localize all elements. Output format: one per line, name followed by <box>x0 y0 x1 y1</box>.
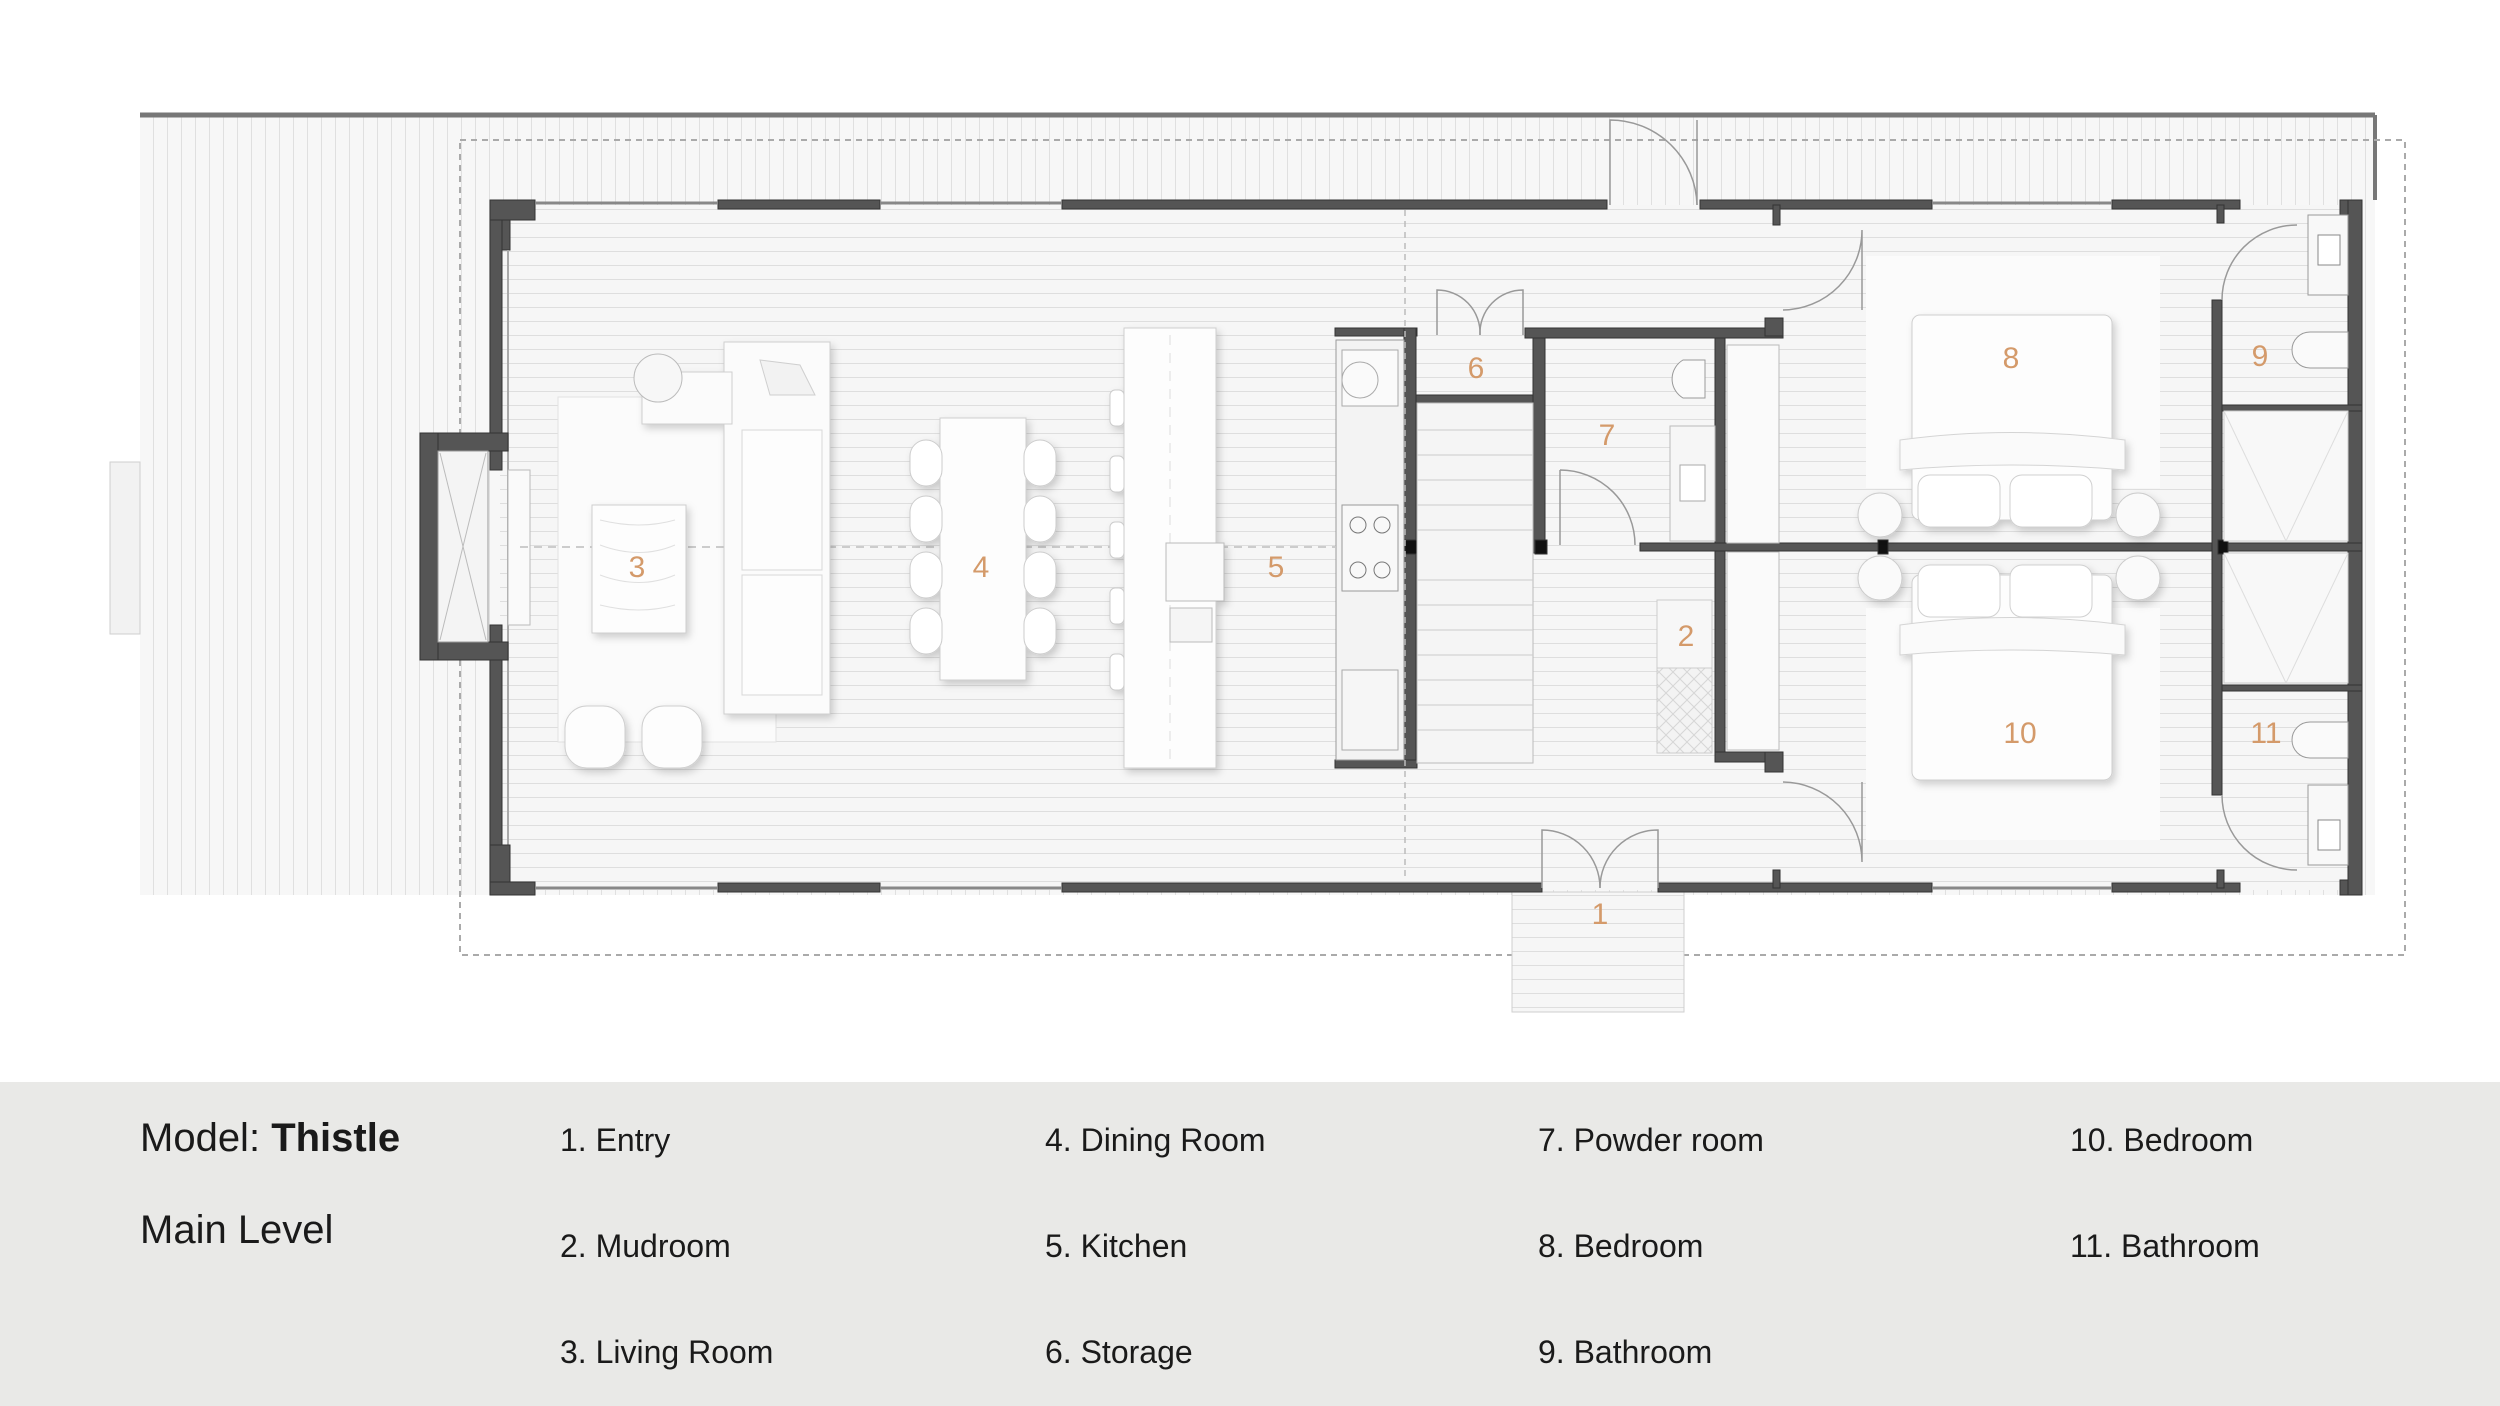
entry-steps <box>1511 891 1685 1013</box>
legend-item-entry: 1. Entry <box>560 1122 671 1158</box>
room-number-2: 2 <box>1678 620 1695 653</box>
fireplace <box>437 450 531 643</box>
interior-walls <box>1334 204 2363 889</box>
legend-item-mudroom: 2. Mudroom <box>560 1228 731 1264</box>
legend-item-bathroom-11: 11. Bathroom <box>2070 1228 2260 1264</box>
room-numbers: 1 2 3 4 5 6 7 8 9 10 11 <box>629 340 2282 931</box>
level-title: Main Level <box>140 1208 334 1252</box>
bed-8 <box>1857 314 2161 538</box>
room-number-3: 3 <box>629 551 646 584</box>
legend-item-bedroom-10: 10. Bedroom <box>2070 1122 2254 1158</box>
floor-plan: 1 2 3 4 5 6 7 8 9 10 11 <box>109 112 2406 1013</box>
room-number-1: 1 <box>1592 898 1609 931</box>
room-number-6: 6 <box>1468 352 1485 385</box>
model-title: Model: Thistle <box>140 1116 400 1161</box>
room-number-4: 4 <box>973 551 990 584</box>
closets <box>2223 410 2349 684</box>
legend-item-powder-room: 7. Powder room <box>1538 1122 1764 1158</box>
kitchen-counter <box>1335 339 1405 761</box>
room-number-9: 9 <box>2252 340 2269 373</box>
legend-item-dining-room: 4. Dining Room <box>1045 1122 1266 1158</box>
legend-item-kitchen: 5. Kitchen <box>1045 1228 1188 1264</box>
powder-room-fixtures <box>1669 344 1780 544</box>
roof-outline <box>459 139 2406 956</box>
bed-10 <box>1857 555 2161 781</box>
legend-item-bedroom-8: 8. Bedroom <box>1538 1228 1704 1264</box>
bathroom-11-fixtures <box>2291 721 2349 866</box>
room-number-7: 7 <box>1599 419 1616 452</box>
legend-panel: Model: Thistle Main Level 1. Entry 2. Mu… <box>0 1082 2500 1406</box>
stairs <box>1416 402 1534 764</box>
bathroom-9-fixtures <box>2291 214 2349 369</box>
room-number-5: 5 <box>1268 551 1285 584</box>
kitchen-island <box>1109 327 1225 769</box>
side-table <box>633 353 683 403</box>
sofa <box>641 341 831 715</box>
model-name: Thistle <box>271 1116 401 1160</box>
armchairs <box>564 705 703 769</box>
coffee-table <box>591 504 687 634</box>
legend-item-living-room: 3. Living Room <box>560 1334 774 1370</box>
mudroom <box>1656 551 1780 754</box>
room-number-8: 8 <box>2003 342 2020 375</box>
dining-table <box>909 417 1057 681</box>
model-prefix: Model: <box>140 1116 261 1160</box>
room-number-10: 10 <box>2003 717 2036 750</box>
door-swings <box>1436 119 2298 889</box>
legend-item-bathroom-9: 9. Bathroom <box>1538 1334 1713 1370</box>
legend-item-storage: 6. Storage <box>1045 1334 1193 1370</box>
room-number-11: 11 <box>2250 717 2281 750</box>
